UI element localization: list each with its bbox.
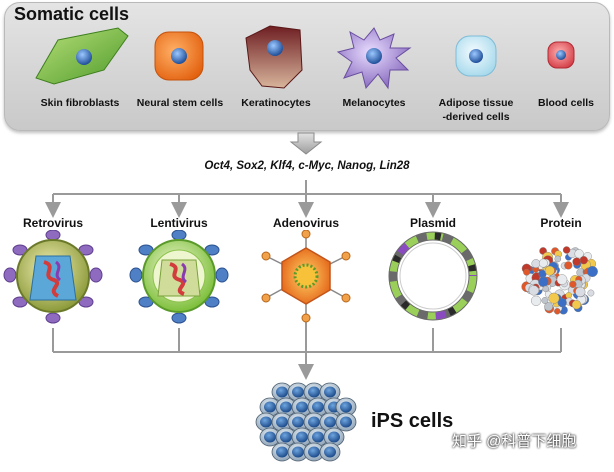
cell-label-adipose-2: -derived cells	[442, 111, 510, 123]
melanocyte-cell-icon	[336, 27, 412, 90]
fibroblast-cell-icon	[35, 27, 129, 85]
vector-label-plasmid: Plasmid	[409, 216, 457, 230]
ips-cells-label: iPS cells	[371, 410, 454, 432]
vector-label-adenovirus: Adenovirus	[272, 216, 339, 230]
somatic-cells-illustrations	[35, 25, 575, 90]
reprogramming-factors: Oct4, Sox2, Klf4, c-Myc, Nanog, Lin28	[204, 160, 410, 172]
neural-stem-cell-icon	[154, 31, 204, 81]
protein-cluster-icon	[521, 246, 598, 315]
cell-label-keratinocytes: Keratinocytes	[241, 97, 311, 109]
keratinocyte-cell-icon	[245, 25, 303, 89]
vector-label-lentivirus: Lentivirus	[150, 216, 208, 230]
cell-label-neural: Neural stem cells	[136, 97, 224, 109]
cell-label-melanocytes: Melanocytes	[342, 97, 406, 109]
retrovirus-icon	[3, 230, 103, 324]
cell-label-fibroblasts: Skin fibroblasts	[40, 97, 120, 109]
watermark: 知乎 @科普下细胞	[452, 433, 577, 450]
vector-label-retrovirus: Retrovirus	[22, 216, 84, 230]
cell-label-adipose-1: Adipose tissue	[438, 97, 514, 109]
adipose-cell-icon	[455, 35, 497, 77]
ips-cells-cluster-icon	[255, 382, 357, 462]
vector-illustrations	[3, 230, 598, 324]
somatic-cells-title: Somatic cells	[14, 4, 130, 24]
lentivirus-icon	[129, 230, 229, 324]
adenovirus-icon	[261, 230, 351, 323]
blood-cell-icon	[547, 41, 575, 69]
plasmid-icon	[388, 231, 478, 321]
cell-label-blood: Blood cells	[537, 97, 594, 109]
vector-label-protein: Protein	[540, 216, 582, 230]
down-arrow-icon	[289, 132, 323, 155]
